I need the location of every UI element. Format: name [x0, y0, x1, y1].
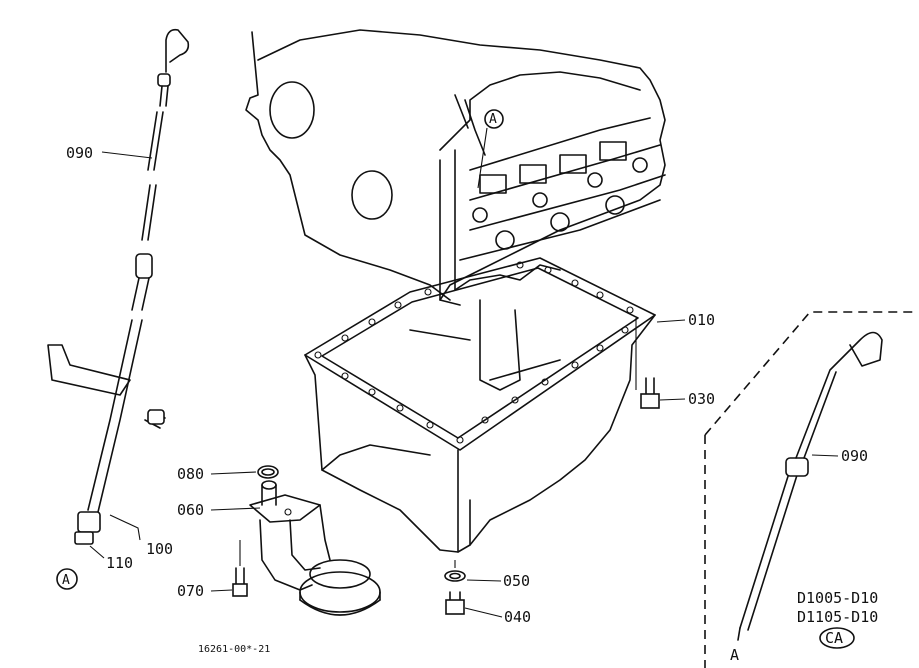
- part-060-label: 060: [177, 501, 204, 519]
- callout-a-bottom-label: A: [730, 646, 739, 664]
- pan-bolt: [640, 377, 660, 409]
- drain-gasket: [444, 570, 466, 582]
- callout-a-top: A: [484, 109, 504, 129]
- part-090-left-label: 090: [66, 144, 93, 162]
- model-code-label: CA: [825, 629, 843, 647]
- model-line-1: D1005-D10: [797, 589, 878, 607]
- strainer-bolt: [232, 540, 248, 597]
- oil-pan: [304, 257, 656, 553]
- drawing-number: 16261-00*-21: [198, 644, 270, 655]
- right-detail-view: [704, 311, 917, 668]
- callout-a-left-label: A: [62, 573, 70, 588]
- part-090-right-label: 090: [841, 447, 868, 465]
- part-080-label: 080: [177, 465, 204, 483]
- drain-plug: [445, 560, 465, 615]
- left-dipstick: [47, 28, 190, 545]
- model-code-badge: CA: [819, 627, 855, 649]
- part-100-label: 100: [146, 540, 173, 558]
- part-050-label: 050: [503, 572, 530, 590]
- part-110-label: 110: [106, 554, 133, 572]
- part-030-label: 030: [688, 390, 715, 408]
- part-070-label: 070: [177, 582, 204, 600]
- callout-a-top-label: A: [489, 112, 497, 127]
- leader-lines: [89, 127, 839, 618]
- model-line-2: D1105-D10: [797, 608, 878, 626]
- oil-strainer: [249, 480, 381, 616]
- engine-block: [245, 29, 666, 306]
- o-ring: [257, 465, 279, 479]
- part-040-label: 040: [504, 608, 531, 626]
- part-010-label: 010: [688, 311, 715, 329]
- callout-a-left: A: [56, 568, 78, 590]
